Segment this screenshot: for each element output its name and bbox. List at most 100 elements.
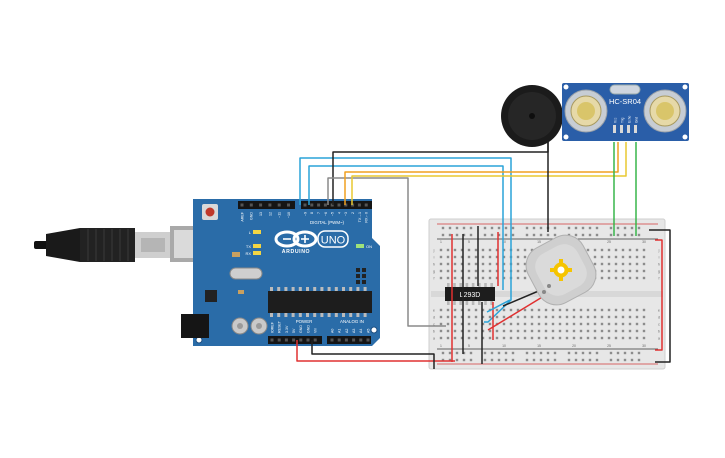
- breadboard-rail-hole[interactable]: [609, 226, 613, 230]
- breadboard-hole[interactable]: [635, 276, 639, 280]
- breadboard-hole[interactable]: [607, 248, 611, 252]
- breadboard-rail-hole[interactable]: [553, 358, 557, 362]
- breadboard-rail-hole[interactable]: [567, 358, 571, 362]
- power-pin[interactable]: [313, 338, 317, 342]
- breadboard-hole[interactable]: [474, 336, 478, 340]
- breadboard-hole[interactable]: [614, 276, 618, 280]
- breadboard-hole[interactable]: [523, 276, 527, 280]
- breadboard-hole[interactable]: [453, 336, 457, 340]
- breadboard-hole[interactable]: [453, 276, 457, 280]
- breadboard-hole[interactable]: [600, 315, 604, 319]
- breadboard-rail-hole[interactable]: [483, 226, 487, 230]
- breadboard-hole[interactable]: [642, 322, 646, 326]
- breadboard-hole[interactable]: [614, 248, 618, 252]
- breadboard-hole[interactable]: [593, 329, 597, 333]
- breadboard-hole[interactable]: [439, 255, 443, 259]
- breadboard-hole[interactable]: [502, 329, 506, 333]
- breadboard-rail-hole[interactable]: [483, 358, 487, 362]
- breadboard-hole[interactable]: [502, 315, 506, 319]
- breadboard-rail-hole[interactable]: [511, 226, 515, 230]
- digital-pin[interactable]: [310, 203, 314, 207]
- breadboard-rail-hole[interactable]: [567, 226, 571, 230]
- breadboard-rail-hole[interactable]: [630, 358, 634, 362]
- breadboard-rail-hole[interactable]: [497, 226, 501, 230]
- breadboard-rail-hole[interactable]: [546, 358, 550, 362]
- breadboard-hole[interactable]: [523, 255, 527, 259]
- breadboard-hole[interactable]: [523, 308, 527, 312]
- breadboard-hole[interactable]: [537, 322, 541, 326]
- digital-pin[interactable]: [317, 203, 321, 207]
- breadboard-hole[interactable]: [481, 255, 485, 259]
- breadboard-hole[interactable]: [565, 322, 569, 326]
- breadboard-hole[interactable]: [600, 255, 604, 259]
- breadboard-hole[interactable]: [488, 276, 492, 280]
- breadboard-rail-hole[interactable]: [637, 351, 641, 355]
- breadboard-rail-hole[interactable]: [637, 226, 641, 230]
- breadboard-hole[interactable]: [600, 269, 604, 273]
- breadboard-rail-hole[interactable]: [581, 351, 585, 355]
- breadboard-hole[interactable]: [509, 315, 513, 319]
- breadboard-hole[interactable]: [565, 336, 569, 340]
- breadboard-rail-hole[interactable]: [469, 226, 473, 230]
- breadboard-hole[interactable]: [467, 262, 471, 266]
- digital-pin[interactable]: [364, 203, 368, 207]
- breadboard-hole[interactable]: [474, 276, 478, 280]
- breadboard-hole[interactable]: [460, 276, 464, 280]
- breadboard-hole[interactable]: [453, 329, 457, 333]
- breadboard-hole[interactable]: [558, 322, 562, 326]
- breadboard-hole[interactable]: [453, 262, 457, 266]
- breadboard-hole[interactable]: [446, 315, 450, 319]
- breadboard-hole[interactable]: [523, 315, 527, 319]
- breadboard-hole[interactable]: [488, 322, 492, 326]
- breadboard-hole[interactable]: [572, 308, 576, 312]
- wire-gray-signal[interactable]: [327, 177, 446, 327]
- breadboard-hole[interactable]: [453, 248, 457, 252]
- breadboard-hole[interactable]: [474, 248, 478, 252]
- breadboard-hole[interactable]: [460, 336, 464, 340]
- breadboard-hole[interactable]: [600, 308, 604, 312]
- breadboard-rail-hole[interactable]: [609, 358, 613, 362]
- breadboard-hole[interactable]: [488, 329, 492, 333]
- breadboard-hole[interactable]: [453, 315, 457, 319]
- breadboard-hole[interactable]: [642, 255, 646, 259]
- breadboard-hole[interactable]: [607, 322, 611, 326]
- breadboard-rail-hole[interactable]: [532, 233, 536, 237]
- breadboard-hole[interactable]: [481, 262, 485, 266]
- breadboard-hole[interactable]: [593, 262, 597, 266]
- breadboard-hole[interactable]: [481, 308, 485, 312]
- breadboard-hole[interactable]: [635, 315, 639, 319]
- breadboard-hole[interactable]: [572, 315, 576, 319]
- breadboard-hole[interactable]: [467, 322, 471, 326]
- digital-pin[interactable]: [357, 203, 361, 207]
- breadboard-rail-hole[interactable]: [595, 358, 599, 362]
- breadboard-hole[interactable]: [537, 315, 541, 319]
- wire-red-5v[interactable]: [296, 340, 455, 362]
- breadboard-hole[interactable]: [572, 336, 576, 340]
- breadboard-hole[interactable]: [516, 329, 520, 333]
- breadboard-hole[interactable]: [460, 248, 464, 252]
- breadboard-hole[interactable]: [460, 255, 464, 259]
- breadboard-rail-hole[interactable]: [497, 358, 501, 362]
- breadboard-rail-hole[interactable]: [525, 351, 529, 355]
- breadboard-hole[interactable]: [488, 315, 492, 319]
- breadboard-hole[interactable]: [635, 248, 639, 252]
- breadboard-hole[interactable]: [642, 262, 646, 266]
- breadboard-hole[interactable]: [593, 308, 597, 312]
- breadboard-hole[interactable]: [495, 308, 499, 312]
- breadboard-hole[interactable]: [495, 336, 499, 340]
- breadboard-hole[interactable]: [467, 255, 471, 259]
- breadboard-hole[interactable]: [495, 248, 499, 252]
- breadboard-hole[interactable]: [439, 262, 443, 266]
- breadboard-rail-hole[interactable]: [553, 351, 557, 355]
- breadboard-hole[interactable]: [523, 262, 527, 266]
- breadboard-hole[interactable]: [453, 322, 457, 326]
- breadboard-hole[interactable]: [642, 329, 646, 333]
- breadboard-hole[interactable]: [474, 269, 478, 273]
- breadboard-hole[interactable]: [481, 248, 485, 252]
- breadboard-hole[interactable]: [439, 308, 443, 312]
- wire-red-rail-return[interactable]: [655, 239, 663, 351]
- breadboard-hole[interactable]: [635, 255, 639, 259]
- breadboard-rail-hole[interactable]: [595, 226, 599, 230]
- breadboard-rail-hole[interactable]: [623, 226, 627, 230]
- breadboard-hole[interactable]: [565, 308, 569, 312]
